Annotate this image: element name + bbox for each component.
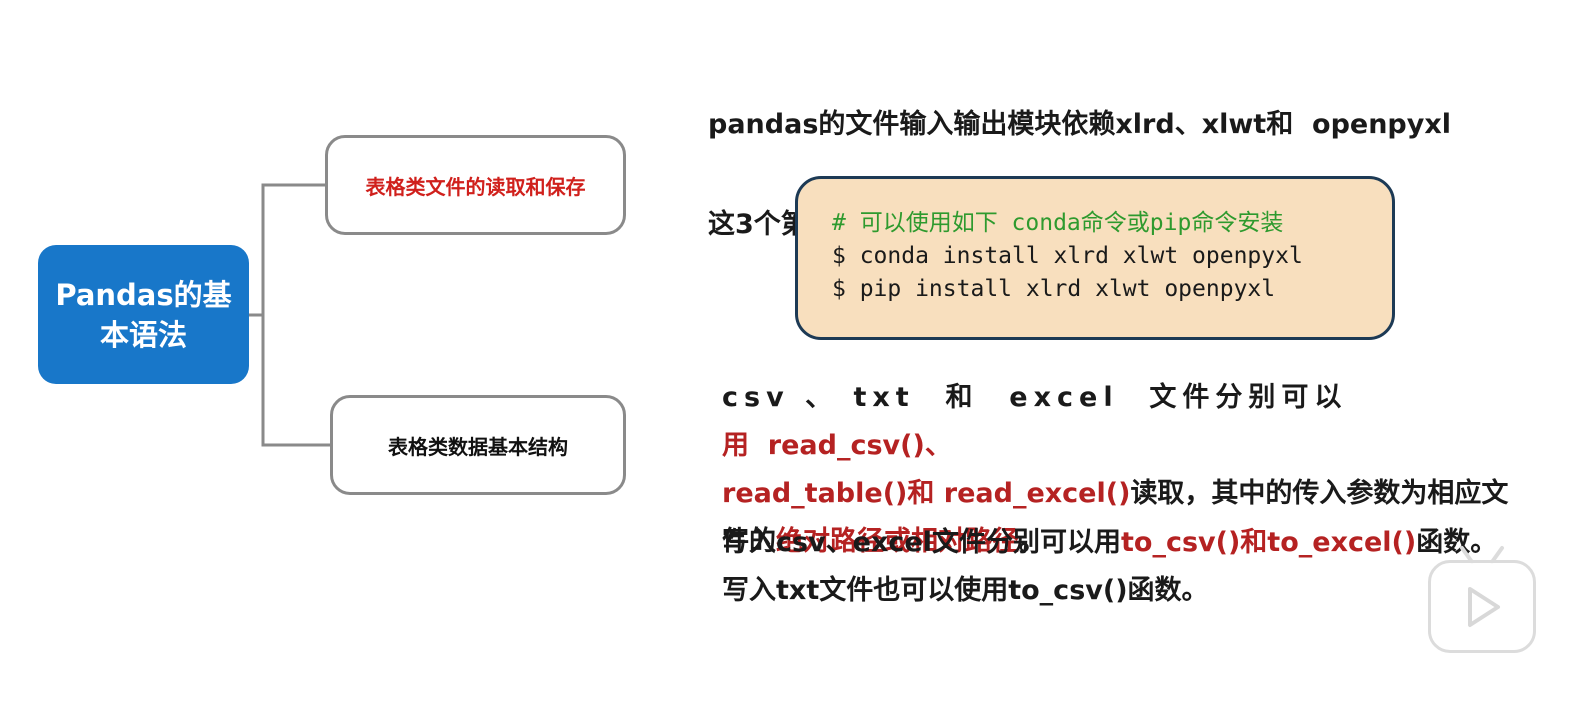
read-text-3: 。 <box>1019 526 1046 557</box>
code-comment: # 可以使用如下 conda命令或pip命令安装 <box>832 210 1284 236</box>
branch-structure-label: 表格类数据基本结构 <box>388 434 568 459</box>
code-conda-command: $ conda install xlrd xlwt openpyxl <box>832 243 1303 269</box>
read-highlight-3: 绝对路径或相对路径 <box>776 526 1019 557</box>
mindmap-connectors <box>249 183 330 447</box>
write-paragraph: 写入csv、excel文件分别可以用to_csv()和to_excel()函数。… <box>722 519 1512 615</box>
write-text-2: 函数。写入txt文件也可以使用to_csv()函数。 <box>722 527 1498 606</box>
install-code-block: # 可以使用如下 conda命令或pip命令安装 $ conda install… <box>795 176 1395 340</box>
play-button[interactable] <box>1428 560 1536 653</box>
read-paragraph: csv 、 txt 和 excel 文件分别可以用 read_csv()、 re… <box>722 374 1512 566</box>
read-highlight-1: 用 read_csv()、 <box>722 430 952 461</box>
mindmap-root-label: Pandas的基 本语法 <box>55 275 231 355</box>
write-text-1: 写入csv、excel文件分别可以用 <box>722 527 1121 558</box>
play-ears-icon <box>1460 546 1504 564</box>
root-label-line1: Pandas的基 <box>55 277 232 312</box>
mindmap-branch-read-save[interactable]: 表格类文件的读取和保存 <box>325 135 626 235</box>
mindmap-root[interactable]: Pandas的基 本语法 <box>38 245 249 384</box>
read-text-2: 读取，其中的传入参数为相应文件的 <box>722 478 1509 557</box>
write-highlight-1: to_csv()和to_excel() <box>1120 527 1417 558</box>
read-highlight-2: read_table()和 read_excel() <box>722 478 1131 509</box>
intro-line1: pandas的文件输入输出模块依赖xlrd、xlwt和 openpyxl <box>708 109 1452 140</box>
connector-structure <box>261 315 330 447</box>
root-label-line2: 本语法 <box>99 317 187 352</box>
connector-read-save <box>249 183 325 317</box>
play-icon <box>1468 586 1500 627</box>
mindmap-branch-structure[interactable]: 表格类数据基本结构 <box>330 395 626 495</box>
read-text-1: csv 、 txt 和 excel 文件分别可以 <box>722 382 1348 413</box>
code-pip-command: $ pip install xlrd xlwt openpyxl <box>832 276 1276 302</box>
branch-read-save-label: 表格类文件的读取和保存 <box>365 174 586 199</box>
